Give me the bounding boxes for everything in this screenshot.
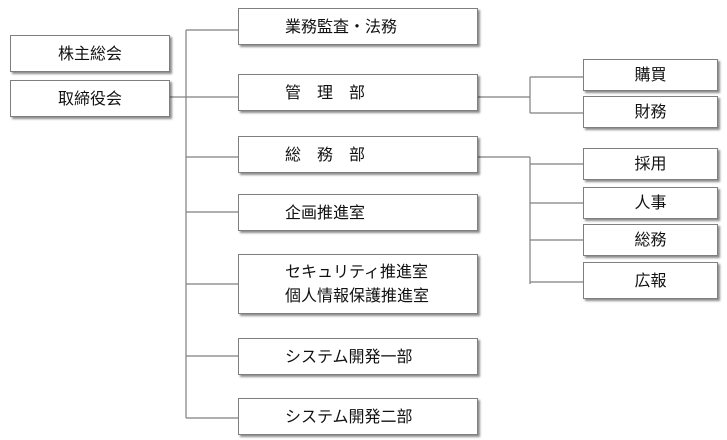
node-label: 業務監査・法務	[285, 16, 398, 36]
node-general-affairs-dept: 総 務 部	[238, 136, 478, 173]
node-recruiting: 採用	[583, 148, 718, 180]
node-general-affairs: 総務	[583, 224, 718, 256]
node-label: 企画推進室	[285, 202, 366, 222]
node-audit-legal: 業務監査・法務	[238, 8, 478, 45]
node-shareholders-meeting: 株主総会	[10, 35, 170, 72]
node-finance: 財務	[583, 96, 718, 128]
node-label-line-2: 個人情報保護推進室	[285, 286, 430, 305]
node-label: システム開発一部	[285, 346, 413, 366]
node-planning-office: 企画推進室	[238, 194, 478, 231]
node-label: 取締役会	[57, 88, 122, 108]
node-label: 人事	[634, 193, 667, 212]
node-label: 財務	[634, 102, 667, 121]
node-human-resources: 人事	[583, 187, 718, 219]
node-label: 購買	[634, 65, 667, 84]
node-label: 広報	[634, 270, 667, 290]
node-public-relations: 広報	[583, 262, 718, 299]
node-management-dept: 管 理 部	[238, 74, 478, 111]
node-label: システム開発二部	[285, 406, 413, 426]
node-label: 採用	[634, 154, 667, 173]
node-label: 株主総会	[57, 43, 122, 63]
node-label: 総務	[634, 230, 667, 249]
node-system-dev-1: システム開発一部	[238, 338, 478, 375]
node-system-dev-2: システム開発二部	[238, 398, 478, 435]
node-label: 管 理 部	[285, 82, 366, 102]
node-purchasing: 購買	[583, 59, 718, 91]
node-board-of-directors: 取締役会	[10, 80, 170, 117]
node-label-line-1: セキュリティ推進室	[285, 262, 429, 281]
node-label: 総 務 部	[285, 144, 366, 164]
node-security-privacy-office: セキュリティ推進室 個人情報保護推進室	[238, 254, 478, 314]
